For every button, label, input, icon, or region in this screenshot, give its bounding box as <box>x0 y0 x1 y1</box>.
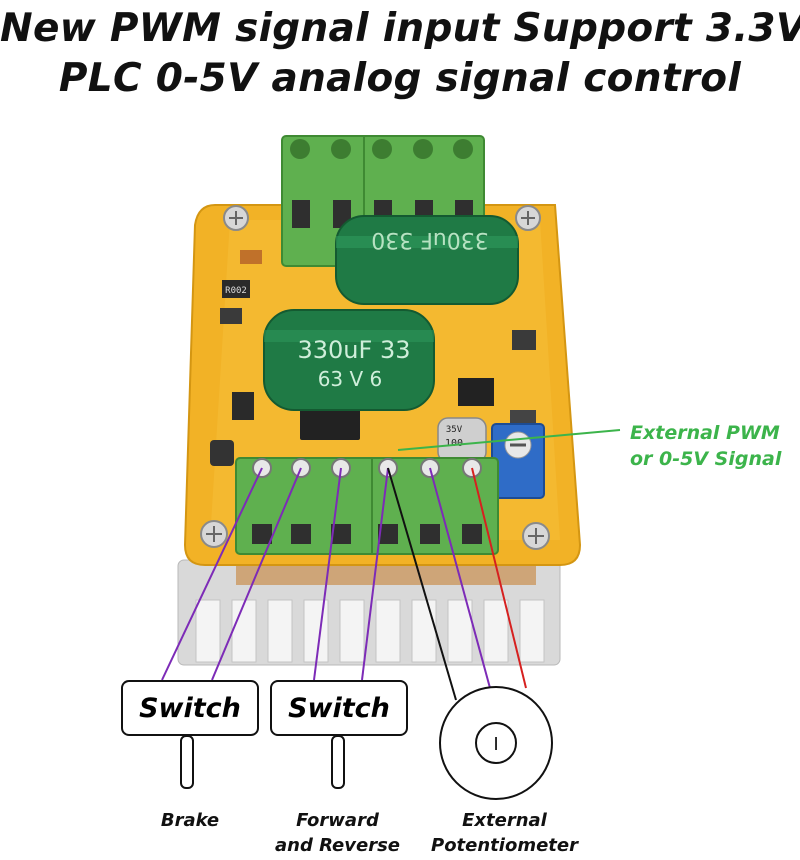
switch-brake-label: Switch <box>139 692 241 724</box>
caption-potentiometer: External Potentiometer <box>422 808 587 858</box>
capacitor-small-line-1: 100 <box>445 438 463 449</box>
potentiometer-symbol: I <box>493 734 498 755</box>
capacitor-big: 330uF 33 63 V 6 <box>263 309 435 411</box>
board-trimmer-pot <box>491 423 545 499</box>
capacitor-small: 100 35V <box>437 417 487 463</box>
switch-shafts <box>180 735 345 789</box>
bottom-terminal-block <box>235 457 499 555</box>
capacitor-big-line-2: 63 V 6 <box>318 367 383 391</box>
capacitor-top-label: 330uF 330 <box>371 227 489 252</box>
headline-line-2: PLC 0-5V analog signal control <box>58 56 742 101</box>
callout-line <box>397 429 621 451</box>
caption-forward-reverse: Forward and Reverse <box>265 808 410 858</box>
wiring <box>161 467 527 701</box>
headline-line-1: New PWM signal input Support 3.3V <box>0 6 800 51</box>
caption-brake: Brake <box>140 808 240 833</box>
caption-pot-line-1: External <box>462 810 547 831</box>
external-potentiometer: I <box>439 686 553 800</box>
caption-forward-line-1: Forward <box>296 810 379 831</box>
capacitor-small-line-2: 35V <box>446 425 463 435</box>
external-pwm-callout: External PWM or 0-5V Signal <box>630 420 781 472</box>
capacitor-top: 330uF 330 <box>335 215 519 305</box>
switch-forward-reverse: Switch <box>270 680 408 736</box>
switch-brake: Switch <box>121 680 259 736</box>
capacitor-big-line-1: 330uF 33 <box>298 336 411 364</box>
callout-line-1: External PWM <box>630 422 780 444</box>
heatsink <box>177 555 561 666</box>
caption-forward-line-2: and Reverse <box>274 835 401 856</box>
caption-brake-text: Brake <box>160 810 220 831</box>
callout-line-2: or 0-5V Signal <box>630 448 782 470</box>
caption-pot-line-2: Potentiometer <box>431 835 578 856</box>
chip-label: R002 <box>225 286 247 296</box>
switch-forward-reverse-label: Switch <box>288 692 390 724</box>
